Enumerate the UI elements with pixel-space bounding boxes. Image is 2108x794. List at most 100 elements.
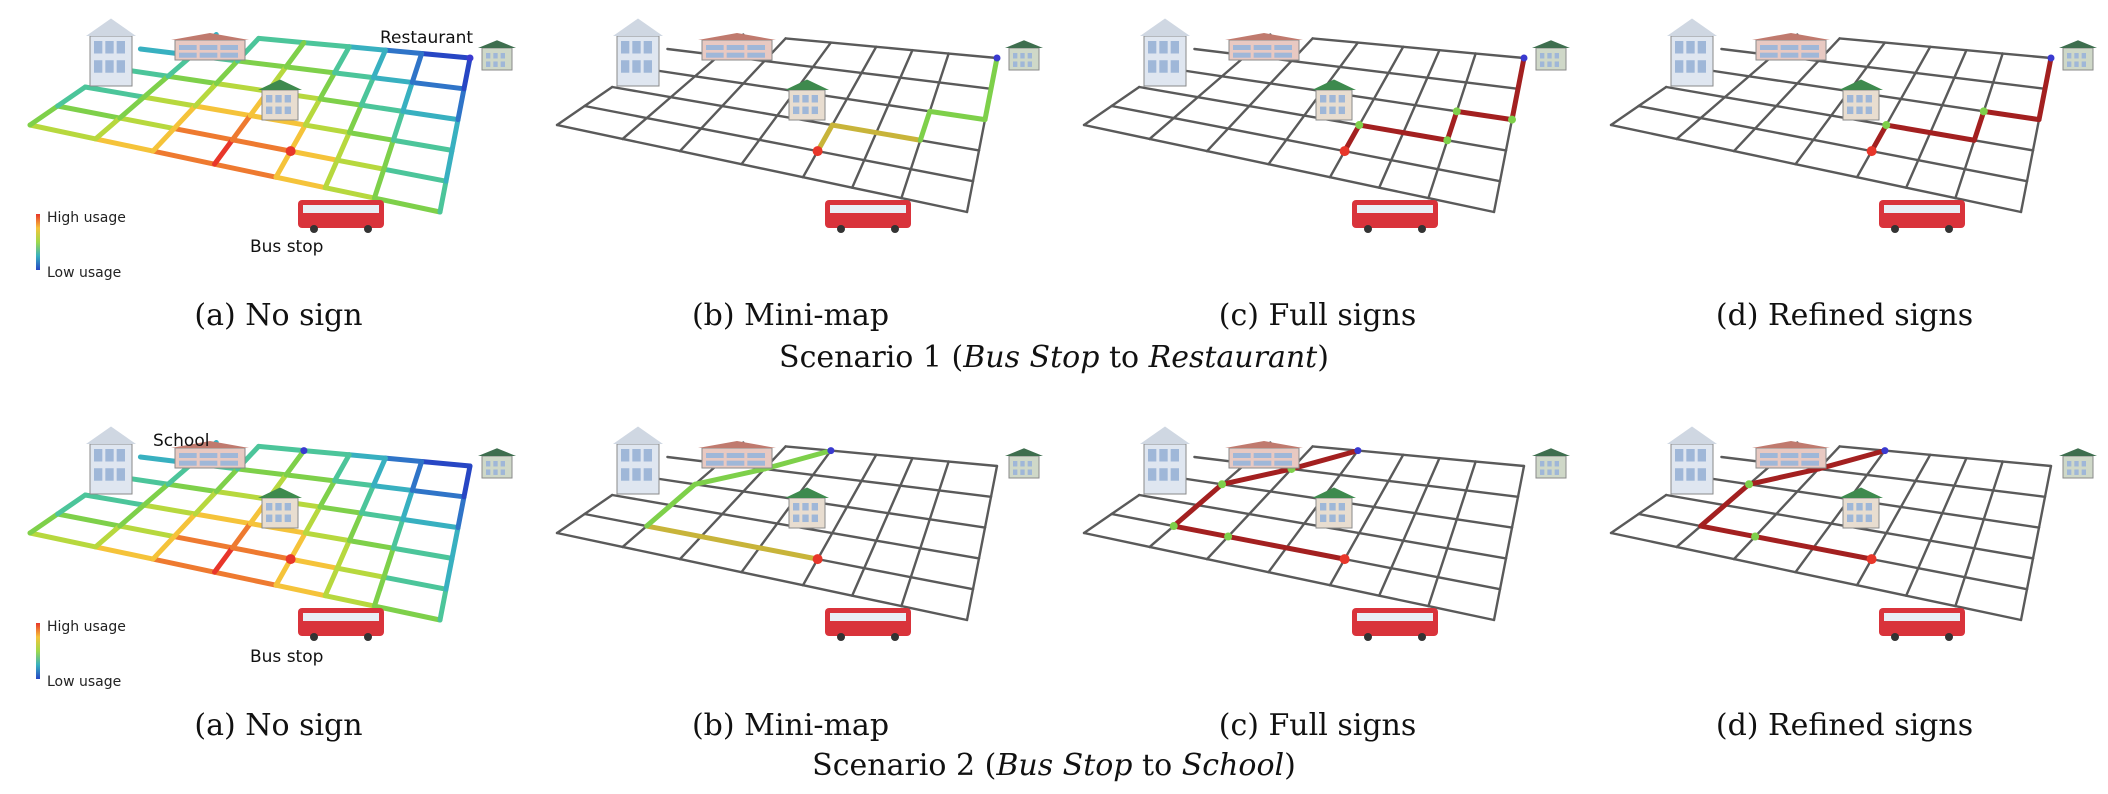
street-segment <box>1817 59 1869 69</box>
sign-marker <box>1508 115 1516 124</box>
usage-legend-bar <box>36 623 40 679</box>
street-segment <box>1387 479 1429 487</box>
street-segment <box>1492 587 1502 622</box>
start-marker <box>285 554 296 565</box>
bus-icon <box>298 608 384 641</box>
street-segment <box>1796 490 1851 501</box>
street-segment <box>1082 123 1151 141</box>
street-grid <box>27 426 516 641</box>
street-segment <box>583 493 614 516</box>
street-segment <box>1196 95 1251 108</box>
house-icon <box>785 487 829 529</box>
street-segment <box>1504 118 1514 152</box>
street-segment <box>947 52 999 60</box>
street-segment <box>763 59 815 69</box>
street-segment <box>288 556 340 571</box>
street-segment <box>1110 493 1141 516</box>
sign-marker <box>1745 480 1754 489</box>
street-segment <box>302 122 352 136</box>
start-marker <box>1866 146 1877 157</box>
street-segment <box>229 521 253 551</box>
office-building-icon <box>1140 18 1190 87</box>
street-segment <box>1248 82 1272 108</box>
street-segment <box>1402 103 1417 134</box>
street-segment <box>1929 45 1968 52</box>
street-segment <box>621 116 648 141</box>
street-segment <box>1148 137 1209 153</box>
panel-2c <box>1054 408 1581 708</box>
street-segment <box>1723 75 1751 99</box>
street-segment <box>1414 76 1429 107</box>
street-segment <box>887 511 931 521</box>
street-segment <box>693 483 745 493</box>
street-segment <box>390 137 455 153</box>
street-segment <box>283 64 338 76</box>
origin-label: Bus stop <box>250 237 324 257</box>
sign-marker <box>1218 480 1227 489</box>
panel-2a <box>0 408 527 708</box>
street-segment <box>938 460 950 492</box>
street-segment <box>811 41 833 69</box>
street-segment <box>1675 137 1736 153</box>
street-segment <box>1794 162 1859 179</box>
street-segment <box>875 511 890 542</box>
street-segment <box>1747 483 1799 493</box>
street-segment <box>317 504 364 516</box>
street-segment <box>288 148 340 163</box>
destination-label: Restaurant <box>380 28 474 48</box>
street-segment <box>938 81 993 91</box>
panel-2b <box>527 408 1054 708</box>
street-segment <box>1954 196 2023 214</box>
street-segment <box>1172 116 1230 130</box>
panel-caption: (c) Full signs <box>1218 298 1417 333</box>
street-segment <box>1914 453 1932 483</box>
street-segment <box>1372 97 1417 107</box>
street-segment <box>1343 149 1393 162</box>
panel-caption: (b) Mini-map <box>691 708 890 743</box>
street-segment <box>1796 59 1820 85</box>
street-segment <box>758 138 819 153</box>
minimap-route <box>698 534 821 562</box>
street-segment <box>1390 131 1405 162</box>
street-segment <box>919 518 931 550</box>
street-segment <box>1963 575 2029 591</box>
street-segment <box>273 582 328 599</box>
street-segment <box>1285 138 1346 153</box>
street-segment <box>909 139 922 171</box>
street-segment <box>1914 71 1956 79</box>
route-path <box>1225 534 1348 562</box>
street-grid <box>27 18 516 233</box>
street-segment <box>1941 103 1985 113</box>
office-building-icon <box>86 426 136 495</box>
street-segment <box>965 587 975 622</box>
street-segment <box>801 583 854 597</box>
street-segment <box>851 186 903 200</box>
street-segment <box>555 512 586 535</box>
street-segment <box>390 516 406 551</box>
street-segment <box>346 130 396 143</box>
street-segment <box>1965 48 2004 55</box>
street-segment <box>1196 503 1251 516</box>
start-marker <box>812 554 823 565</box>
street-segment <box>1855 583 1908 597</box>
street-segment <box>1992 52 2004 84</box>
house-icon <box>258 79 302 121</box>
street-segment <box>301 40 352 50</box>
restaurant-icon <box>478 448 516 479</box>
street-segment <box>1723 503 1778 516</box>
street-segment <box>811 449 833 477</box>
street-segment <box>461 463 473 500</box>
street-segment <box>863 131 878 162</box>
street-segment <box>1455 489 1468 521</box>
street-segment <box>1387 45 1405 75</box>
street-segment <box>831 531 878 542</box>
minimap-route <box>982 55 1000 123</box>
restaurant-icon <box>2059 40 2097 71</box>
street-segment <box>334 157 387 172</box>
route-path <box>1815 448 1888 472</box>
street-segment <box>1504 526 1514 560</box>
street-segment <box>1205 535 1230 561</box>
street-segment <box>1973 547 2035 560</box>
street-segment <box>989 464 999 499</box>
street-segment <box>1865 449 1887 477</box>
